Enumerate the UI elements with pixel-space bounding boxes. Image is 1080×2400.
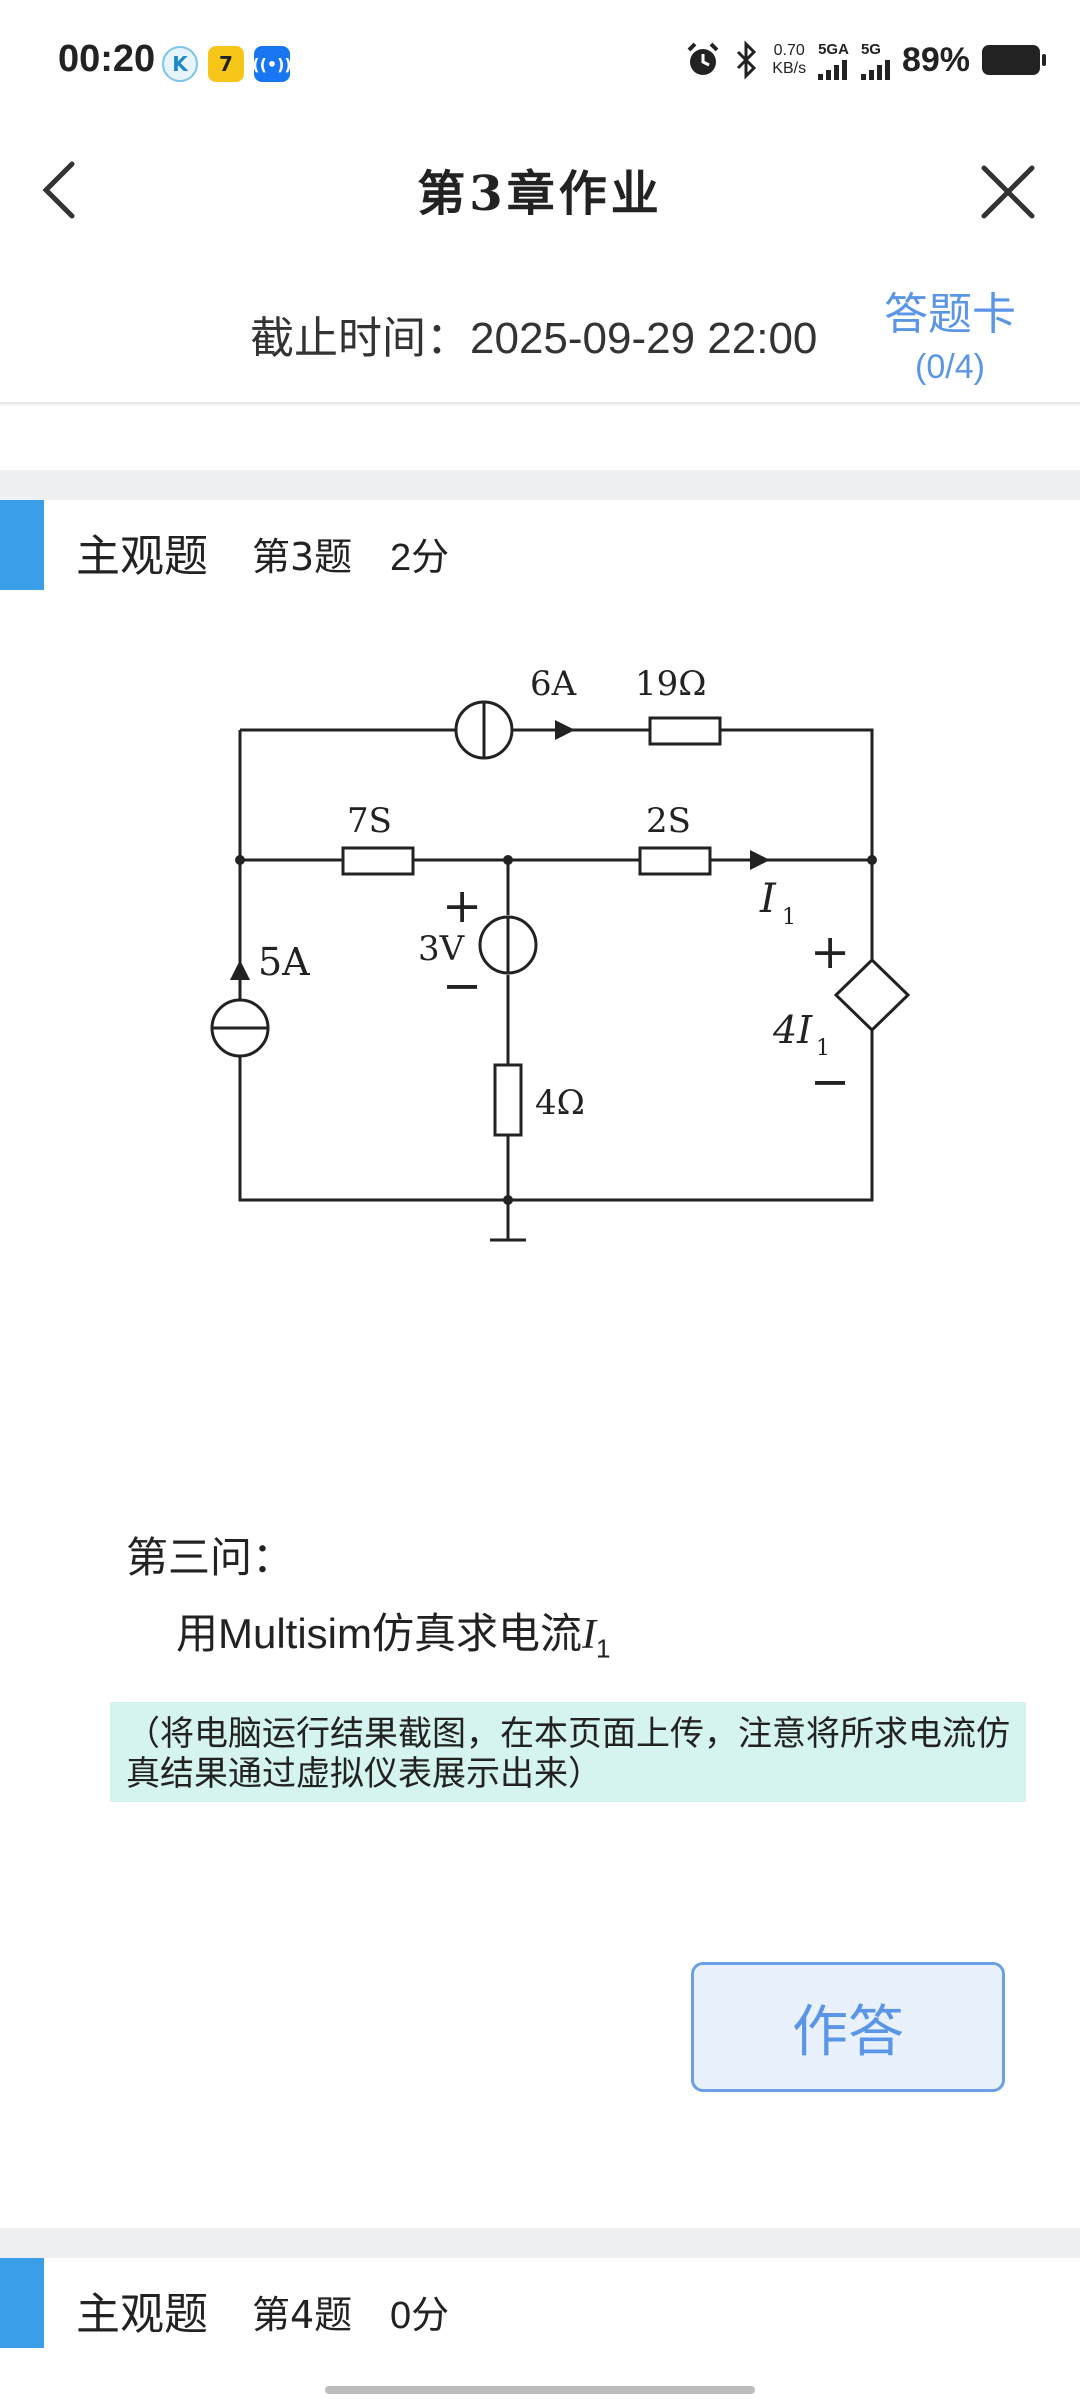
- signal-sim2: 5G: [860, 41, 890, 80]
- answer-card-button[interactable]: 答题卡 (0/4): [880, 278, 1020, 387]
- circuit-diagram: 6A 19Ω 7S 2S I 1 5A 3V + − 4Ω 4I 1 + −: [210, 664, 911, 1242]
- sub-question-text: 用Multisim仿真求电流: [176, 1610, 582, 1657]
- resistor-2s: [638, 846, 712, 876]
- yellow-app-icon: 7: [208, 46, 244, 82]
- label-4i1: 4I: [772, 1008, 813, 1052]
- label-2s: 2S: [646, 801, 691, 841]
- question-type: 主观题: [76, 531, 208, 582]
- sub-question-var-sub: 1: [596, 1633, 611, 1664]
- page-title: 第3章作业: [417, 166, 663, 222]
- question-number: 第3题: [252, 535, 353, 579]
- resistor-19ohm: [648, 716, 722, 746]
- answer-card-count: (0/4): [915, 348, 985, 386]
- section-gap: [0, 470, 1080, 500]
- resistor-7s: [341, 846, 415, 876]
- question-number: 第4题: [252, 2293, 353, 2337]
- signal-sim1: 5GA: [818, 41, 849, 80]
- deadline-text: 截止时间：2025-09-29 22:00: [250, 314, 818, 363]
- system-icons: 0.70 KB/s 5GA 5G 89%: [684, 40, 1046, 80]
- wire-left: [238, 730, 874, 1202]
- junction-dot: [867, 855, 877, 865]
- home-indicator[interactable]: [325, 2386, 755, 2394]
- label-i1: I: [759, 876, 777, 922]
- label-5a: 5A: [258, 940, 310, 984]
- junction-dot: [503, 1195, 513, 1205]
- back-icon[interactable]: [36, 150, 86, 230]
- question-header: 主观题 第4题 0分: [0, 2258, 1080, 2348]
- label-3v-minus: −: [442, 958, 482, 1014]
- junction-dot: [235, 855, 245, 865]
- sub-question-var: I: [582, 1612, 596, 1658]
- bluetooth-icon: [737, 40, 757, 80]
- question-type: 主观题: [76, 2289, 208, 2340]
- answer-button[interactable]: 作答: [691, 1962, 1005, 2092]
- clock: 00:20: [58, 38, 156, 80]
- close-icon[interactable]: [976, 160, 1040, 224]
- arrow-i1: [750, 850, 770, 870]
- label-19ohm: 19Ω: [635, 664, 706, 704]
- label-6a: 6A: [530, 664, 577, 704]
- question-score: 0分: [390, 2295, 450, 2337]
- question-accent-bar: [0, 2258, 44, 2348]
- broadcast-icon: ((•)): [252, 46, 292, 82]
- k-app-icon: K: [162, 46, 198, 82]
- wire-top: [240, 728, 874, 860]
- label-7s: 7S: [347, 801, 392, 841]
- net-speed: 0.70 KB/s: [772, 42, 807, 77]
- junction-dot: [503, 855, 513, 865]
- signal-icon: [818, 58, 848, 80]
- label-3v-plus: +: [442, 878, 482, 934]
- resistor-4ohm: [493, 1063, 523, 1137]
- label-dep-plus: +: [810, 924, 850, 980]
- battery-icon: [982, 45, 1046, 75]
- question-score: 2分: [390, 537, 450, 579]
- section-gap: [0, 2228, 1080, 2258]
- label-4i1-sub: 1: [816, 1036, 830, 1061]
- sub-question-title: 第三问：: [126, 1533, 295, 1582]
- alarm-icon: [687, 42, 719, 75]
- notification-icons: K 7 ((•)): [162, 46, 292, 82]
- header-divider: [0, 402, 1080, 406]
- battery-percent: 89%: [901, 40, 970, 79]
- instruction-note: （将电脑运行结果截图，在本页面上传，注意将所求电流仿真结果通过虚拟仪表展示出来）: [110, 1702, 1026, 1802]
- sub-question-body: 用Multisim仿真求电流I1: [176, 1600, 610, 1664]
- label-3v: 3V: [418, 929, 466, 969]
- status-bar: 00:20 K 7 ((•)) 0.70 KB/s 5GA 5G 89%: [0, 0, 1080, 130]
- label-i1-sub: 1: [782, 905, 796, 930]
- label-dep-minus: −: [810, 1054, 850, 1110]
- question-header: 主观题 第3题 2分: [0, 500, 1080, 590]
- signal-icon: [860, 58, 890, 80]
- answer-card-label: 答题卡: [884, 289, 1016, 340]
- question-accent-bar: [0, 500, 44, 590]
- label-4ohm: 4Ω: [535, 1083, 585, 1123]
- dependent-source: [833, 957, 911, 1033]
